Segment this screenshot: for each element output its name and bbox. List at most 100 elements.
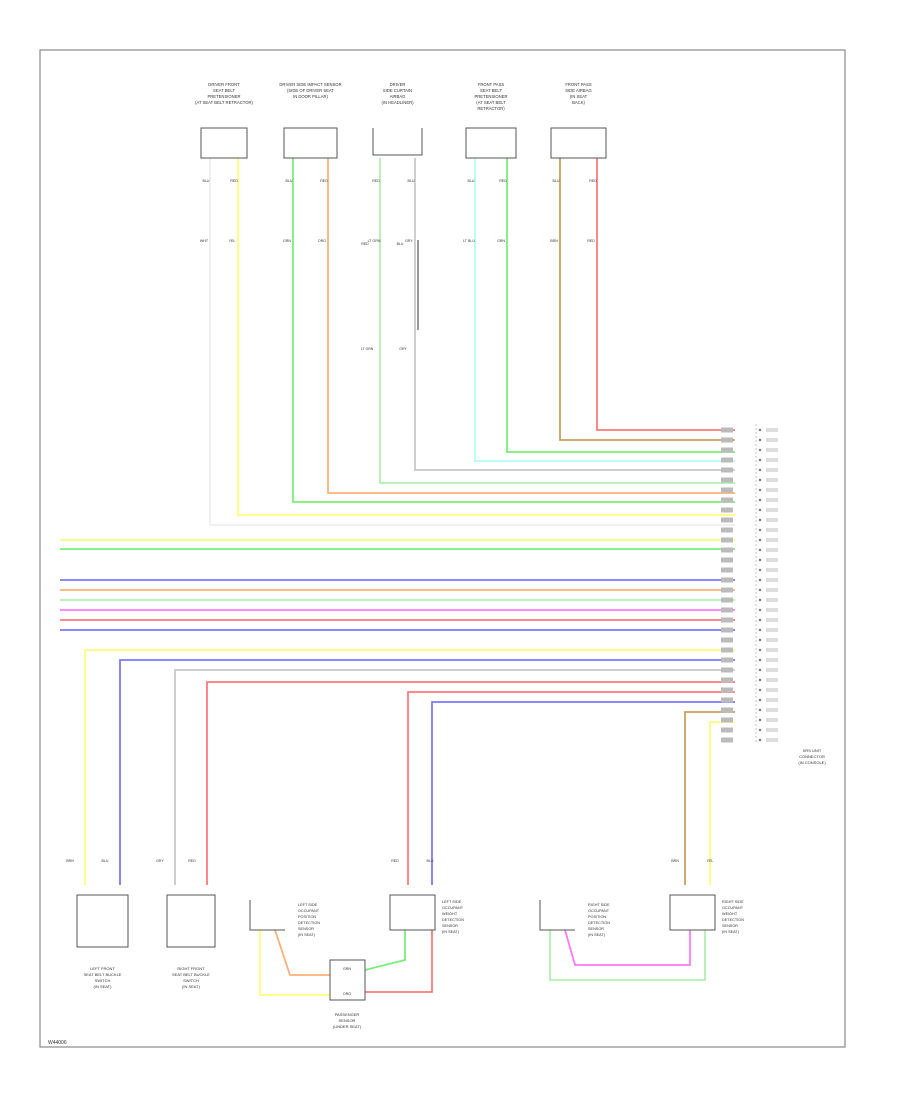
pin-label: RED <box>230 179 238 183</box>
diagram-frame <box>39 49 846 1048</box>
top-wire-right <box>506 158 735 453</box>
bottom-wire <box>431 701 735 885</box>
wire-label: GRN <box>283 239 291 243</box>
harness-pin-label <box>766 578 778 582</box>
harness-pin <box>758 678 762 682</box>
component-label: SENSOR <box>722 924 738 928</box>
top-wire-left <box>559 158 735 441</box>
component-label: SENSOR <box>339 1018 356 1023</box>
component-label: SWITCH <box>183 978 199 983</box>
component-label: WEIGHT <box>442 912 458 916</box>
component-label: SENSOR <box>442 924 458 928</box>
harness-pin <box>758 568 762 572</box>
harness-pin-tag <box>721 637 733 643</box>
harness-pin <box>758 458 762 462</box>
harness-pin-label <box>766 508 778 512</box>
harness-pin-tag <box>721 427 733 433</box>
harness-pin-tag <box>721 537 733 543</box>
harness-pin-tag <box>721 627 733 633</box>
top-wire-right <box>414 158 735 471</box>
harness-pin <box>758 608 762 612</box>
component-layer <box>76 127 778 1001</box>
bottom-wire <box>684 711 735 885</box>
harness-pin <box>758 548 762 552</box>
component-label: DRIVER SIDE IMPACT SENSOR <box>279 82 341 87</box>
footer-code: W44006 <box>48 1040 67 1046</box>
component-label: (UNDER SEAT) <box>333 1024 362 1029</box>
component-label: (AT SEAT BELT <box>476 100 506 105</box>
component-label: IN DOOR PILLAR) <box>293 94 329 99</box>
pin-label: ORG <box>343 992 351 996</box>
harness-pin-label <box>766 558 778 562</box>
harness-pin-label <box>766 588 778 592</box>
harness-pin-tag <box>721 717 733 723</box>
pin-label: BLU <box>203 179 210 183</box>
harness-pin-tag <box>721 657 733 663</box>
wire-label: BRN <box>550 239 558 243</box>
harness-pin-tag <box>721 567 733 573</box>
harness-pin <box>758 438 762 442</box>
harness-pin-label <box>766 608 778 612</box>
harness-pin-label <box>766 648 778 652</box>
position-sensor-bracket <box>539 900 575 931</box>
wire-label: BRN <box>671 859 679 863</box>
component-label: SEAT BELT <box>480 88 502 93</box>
harness-pin-tag <box>721 467 733 473</box>
top-wire-right <box>237 158 735 516</box>
component-label: SENSOR <box>588 927 604 931</box>
sensor-wire <box>564 929 691 966</box>
component-box <box>283 127 338 159</box>
harness-pin <box>758 478 762 482</box>
wire-label: GRY <box>405 239 413 243</box>
buckle-switch-box <box>76 894 129 948</box>
harness-pin-tag <box>721 677 733 683</box>
component-label: OCCUPANT <box>588 909 610 913</box>
harness-pin-label <box>766 548 778 552</box>
sensor-wire <box>274 929 330 976</box>
harness-pin <box>758 648 762 652</box>
wire-label: LT GRN <box>368 239 381 243</box>
component-label: OCCUPANT <box>442 906 464 910</box>
harness-pin-tag <box>721 597 733 603</box>
weight-sensor-box <box>389 894 436 931</box>
harness-pin <box>758 738 762 742</box>
wire-label: RED <box>587 239 595 243</box>
harness-pin-tag <box>721 727 733 733</box>
harness-pin <box>758 688 762 692</box>
harness-pin-tag <box>721 557 733 563</box>
component-label: SIDE AIRBAG <box>565 88 592 93</box>
component-label: POSITION <box>298 915 316 919</box>
component-label: WEIGHT <box>722 912 738 916</box>
component-label: DETECTION <box>588 921 610 925</box>
component-label: (AT SEAT BELT RETRACTOR) <box>195 100 253 105</box>
wire-label: YEL <box>707 859 714 863</box>
component-label: SENSOR <box>298 927 314 931</box>
harness-pin-tag <box>721 737 733 743</box>
top-wire-left <box>209 158 735 526</box>
bottom-wire <box>84 649 735 885</box>
wire-label: ORG <box>318 239 326 243</box>
bottom-wire <box>709 721 735 885</box>
component-label: OCCUPANT <box>298 909 320 913</box>
harness-pin-label <box>766 638 778 642</box>
sensor-wire <box>259 930 330 996</box>
harness-pin <box>758 598 762 602</box>
harness-pin-tag <box>721 497 733 503</box>
wire-label: LT BLU <box>463 239 475 243</box>
harness-pin-label <box>766 628 778 632</box>
component-label: (IN SEAT) <box>94 984 113 989</box>
harness-pin <box>758 468 762 472</box>
component-label: (IN SEAT) <box>298 933 316 937</box>
component-label: AIRBAG <box>390 94 406 99</box>
harness-pin <box>758 728 762 732</box>
harness-pin-tag <box>721 547 733 553</box>
top-wire-left <box>292 158 735 503</box>
pin-label: GRN <box>343 967 351 971</box>
harness-pin-label <box>766 538 778 542</box>
harness-pin-tag <box>721 697 733 703</box>
harness-pin-label <box>766 488 778 492</box>
harness-pin-label <box>766 728 778 732</box>
component-label: DRIVER <box>390 82 406 87</box>
